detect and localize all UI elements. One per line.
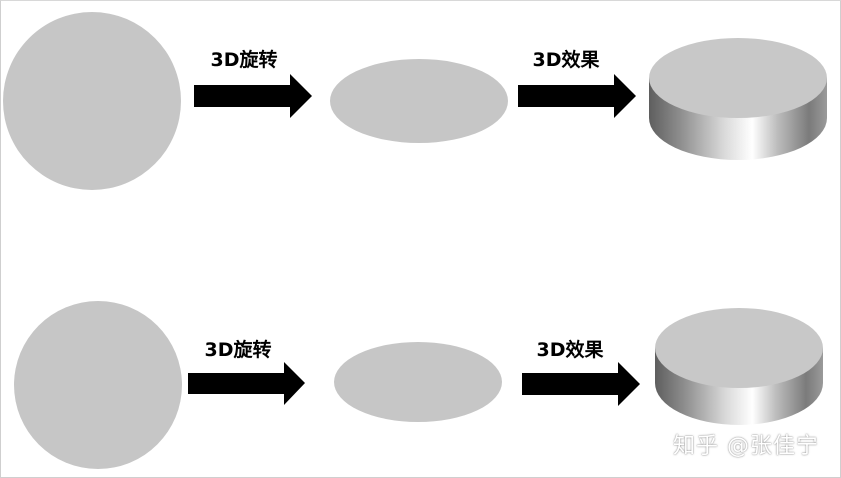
ellipse-shape bbox=[334, 342, 502, 422]
arrow-right-icon bbox=[522, 362, 640, 406]
rotate-label: 3D旋转 bbox=[205, 338, 272, 361]
ellipse-shape bbox=[330, 59, 508, 143]
watermark: 知乎 @张佳宁 bbox=[673, 434, 819, 459]
effect-label: 3D效果 bbox=[533, 48, 600, 71]
cylinder-shape bbox=[655, 308, 823, 425]
cylinder-shape bbox=[649, 38, 827, 160]
circle-shape bbox=[3, 12, 181, 190]
rotate-label: 3D旋转 bbox=[211, 48, 278, 71]
arrow-right-icon bbox=[518, 74, 636, 118]
row-2: 3D旋转 3D效果 bbox=[14, 301, 823, 469]
arrow-right-icon bbox=[188, 362, 305, 405]
circle-shape bbox=[14, 301, 182, 469]
row-1: 3D旋转 3D效果 bbox=[3, 12, 827, 190]
effect-label: 3D效果 bbox=[537, 338, 604, 361]
arrow-right-icon bbox=[194, 74, 312, 118]
